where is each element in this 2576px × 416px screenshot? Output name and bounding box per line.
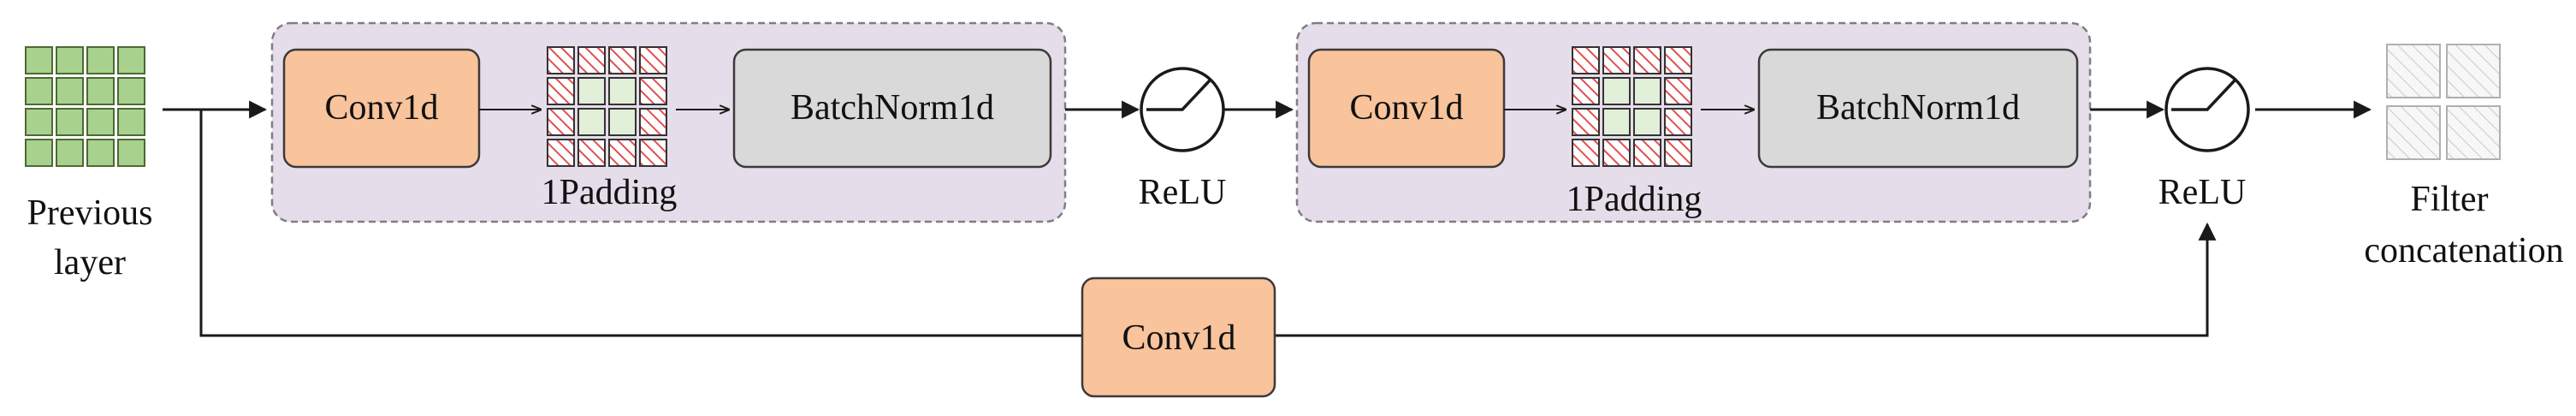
block2-conv-box [1307, 48, 1506, 169]
relu2-label: ReLU [2159, 173, 2247, 212]
padded-grid-pad-cell [1664, 139, 1692, 167]
input-grid-cell [86, 139, 115, 167]
padded-grid-pad-cell [1572, 46, 1600, 74]
padded-grid-data-cell [608, 77, 637, 105]
input-grid-cell [25, 77, 53, 105]
input-grid-cell [56, 77, 84, 105]
padded-grid-pad-cell [1602, 139, 1631, 167]
input-grid-icon [25, 46, 145, 167]
relu1-label: ReLU [1139, 173, 1227, 212]
padded-grid-pad-cell [639, 46, 667, 74]
input-label-line2: layer [54, 243, 126, 282]
relu-activation-icon [1140, 67, 1225, 152]
input-grid-cell [117, 46, 145, 74]
padded-grid-data-cell [1602, 77, 1631, 105]
shortcut-conv-label: Conv1d [1122, 318, 1235, 358]
padded-grid-pad-cell [1572, 77, 1600, 105]
input-grid-cell [117, 77, 145, 105]
padded-grid-data-cell [1633, 77, 1661, 105]
block1-conv-label: Conv1d [324, 88, 438, 128]
padded-grid-icon [1572, 46, 1692, 167]
input-grid-cell [56, 46, 84, 74]
input-grid-cell [25, 139, 53, 167]
padded-grid-pad-cell [1572, 139, 1600, 167]
shortcut-path-right [1275, 222, 2217, 337]
input-grid-cell [25, 108, 53, 136]
padded-grid-pad-cell [577, 46, 606, 74]
padded-grid-pad-cell [1664, 46, 1692, 74]
input-grid-cell [86, 108, 115, 136]
padded-grid-pad-cell [1664, 108, 1692, 136]
padded-grid-pad-cell [577, 139, 606, 167]
input-grid-cell [25, 46, 53, 74]
block2-bn-label: BatchNorm1d [1816, 88, 2020, 128]
input-grid-cell [117, 108, 145, 136]
padded-grid-pad-cell [639, 108, 667, 136]
input-grid-cell [86, 77, 115, 105]
block2-bn-box [1757, 48, 2079, 169]
input-grid-cell [117, 139, 145, 167]
padded-grid-data-cell [1633, 108, 1661, 136]
padded-grid-pad-cell [1664, 77, 1692, 105]
padded-grid-pad-cell [547, 77, 575, 105]
block2-padding-label: 1Padding [1566, 180, 1703, 219]
padded-grid-icon [547, 46, 667, 167]
output-label-line2: concatenation [2364, 231, 2563, 270]
padded-grid-pad-cell [1633, 139, 1661, 167]
padded-grid-pad-cell [639, 77, 667, 105]
input-label-line1: Previous [27, 193, 153, 233]
padded-grid-pad-cell [1572, 108, 1600, 136]
output-label-line1: Filter [2411, 180, 2489, 219]
padded-grid-pad-cell [547, 108, 575, 136]
padded-grid-pad-cell [639, 139, 667, 167]
padded-grid-pad-cell [547, 46, 575, 74]
input-grid-cell [56, 139, 84, 167]
padded-grid-data-cell [1602, 108, 1631, 136]
padded-grid-data-cell [577, 77, 606, 105]
block1-bn-label: BatchNorm1d [791, 88, 994, 128]
shortcut-conv-box [1081, 276, 1276, 398]
shortcut-path-left [199, 110, 1082, 337]
block1-bn-box [732, 48, 1052, 169]
block1-conv-box [282, 48, 481, 169]
block2-conv-label: Conv1d [1349, 88, 1463, 128]
input-grid-cell [56, 108, 84, 136]
padded-grid-pad-cell [608, 139, 637, 167]
padded-grid-pad-cell [1602, 46, 1631, 74]
padded-grid-data-cell [608, 108, 637, 136]
output-grid-icon [2386, 44, 2501, 160]
padded-grid-pad-cell [608, 46, 637, 74]
padded-grid-data-cell [577, 108, 606, 136]
input-grid-cell [86, 46, 115, 74]
padded-grid-pad-cell [547, 139, 575, 167]
relu-activation-icon [2164, 67, 2250, 152]
block1-padding-label: 1Padding [542, 173, 678, 212]
padded-grid-pad-cell [1633, 46, 1661, 74]
